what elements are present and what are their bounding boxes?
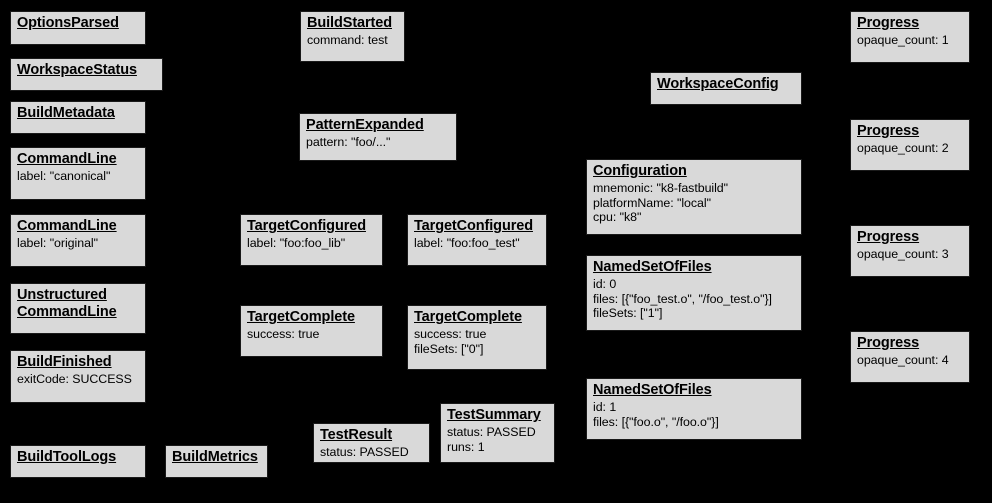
event-node-fields: success: true [247, 327, 376, 342]
event-node-title: TargetConfigured [414, 218, 533, 234]
event-node-pattern-expanded[interactable]: PatternExpanded pattern: "foo/..." [299, 113, 457, 161]
event-node-progress-1[interactable]: Progress opaque_count: 1 [850, 11, 970, 63]
event-node-field: status: PASSED [320, 445, 409, 460]
event-node-field: id: 1 [593, 400, 617, 415]
event-node-field: label: "original" [17, 236, 98, 251]
event-node-field: success: true [247, 327, 320, 342]
event-node-field: fileSets: ["0"] [414, 341, 484, 356]
event-node-field: id: 0 [593, 277, 617, 292]
event-node-field: opaque_count: 3 [857, 247, 949, 262]
event-node-field: label: "foo:foo_lib" [247, 236, 346, 251]
event-node-fields: label: "foo:foo_test" [414, 236, 540, 251]
event-node-field: files: [{"foo.o", "/foo.o"}] [593, 414, 719, 429]
event-node-title: TestSummary [447, 407, 541, 423]
event-node-field: label: "canonical" [17, 169, 111, 184]
event-node-title: Configuration [593, 163, 687, 179]
event-node-field: mnemonic: "k8-fastbuild" [593, 181, 729, 196]
event-node-field: success: true [414, 327, 487, 342]
event-node-fields: opaque_count: 3 [857, 247, 963, 262]
event-node-title: CommandLine [17, 151, 117, 167]
event-node-title: NamedSetOfFiles [593, 259, 712, 275]
event-node-fields: label: "original" [17, 236, 139, 251]
event-node-title: Progress [857, 335, 920, 351]
event-node-progress-3[interactable]: Progress opaque_count: 3 [850, 225, 970, 277]
event-node-field: opaque_count: 1 [857, 33, 949, 48]
event-node-field: opaque_count: 2 [857, 141, 949, 156]
event-node-field: exitCode: SUCCESS [17, 372, 132, 387]
event-node-fields: command: test [307, 33, 398, 48]
event-node-fields: mnemonic: "k8-fastbuild"platformName: "l… [593, 181, 795, 225]
event-node-title: BuildStarted [307, 15, 393, 31]
event-node-title: TargetComplete [414, 309, 522, 325]
event-node-build-metrics[interactable]: BuildMetrics [165, 445, 268, 478]
event-node-title: TargetConfigured [247, 218, 366, 234]
event-node-field: status: PASSED [447, 425, 536, 440]
event-node-command-line-original[interactable]: CommandLine label: "original" [10, 214, 146, 267]
event-node-build-started[interactable]: BuildStarted command: test [300, 11, 405, 62]
event-node-workspace-config[interactable]: WorkspaceConfig [650, 72, 802, 105]
event-node-target-configured-foo-test[interactable]: TargetConfigured label: "foo:foo_test" [407, 214, 547, 266]
event-node-configuration[interactable]: Configuration mnemonic: "k8-fastbuild"pla… [586, 159, 802, 235]
event-node-target-complete-lib[interactable]: TargetComplete success: true [240, 305, 383, 357]
event-node-fields: exitCode: SUCCESS [17, 372, 139, 387]
event-node-title: BuildMetadata [17, 105, 115, 121]
event-node-build-tool-logs[interactable]: BuildToolLogs [10, 445, 146, 478]
event-node-fields: label: "canonical" [17, 169, 139, 184]
event-node-field: files: [{"foo_test.o", "/foo_test.o"}] [593, 291, 772, 306]
event-node-title: PatternExpanded [306, 117, 424, 133]
event-node-title: TestResult [320, 427, 393, 443]
event-node-title: WorkspaceConfig [657, 76, 779, 92]
event-node-title: Progress [857, 229, 920, 245]
event-node-test-result[interactable]: TestResult status: PASSED [313, 423, 430, 463]
event-node-fields: opaque_count: 4 [857, 353, 963, 368]
event-node-fields: status: PASSED [320, 445, 423, 460]
event-node-build-finished[interactable]: BuildFinished exitCode: SUCCESS [10, 350, 146, 403]
event-node-title: CommandLine [17, 218, 117, 234]
event-node-title: WorkspaceStatus [17, 62, 137, 78]
event-node-title: OptionsParsed [17, 15, 119, 31]
event-node-field: runs: 1 [447, 439, 485, 454]
event-node-title: BuildMetrics [172, 449, 258, 465]
event-node-title: BuildToolLogs [17, 449, 117, 465]
event-node-title: BuildFinished [17, 354, 112, 370]
event-node-build-metadata[interactable]: BuildMetadata [10, 101, 146, 134]
event-node-title: Progress [857, 123, 920, 139]
event-node-fields: label: "foo:foo_lib" [247, 236, 376, 251]
event-node-target-configured-foo-lib[interactable]: TargetConfigured label: "foo:foo_lib" [240, 214, 383, 266]
event-node-field: cpu: "k8" [593, 210, 642, 225]
event-node-title: NamedSetOfFiles [593, 382, 712, 398]
event-node-command-line-canonical[interactable]: CommandLine label: "canonical" [10, 147, 146, 200]
event-node-fields: opaque_count: 2 [857, 141, 963, 156]
event-node-field: opaque_count: 4 [857, 353, 949, 368]
event-node-unstructured-command-line[interactable]: Unstructured CommandLine [10, 283, 146, 334]
event-node-progress-4[interactable]: Progress opaque_count: 4 [850, 331, 970, 383]
event-node-field: pattern: "foo/..." [306, 135, 391, 150]
event-node-progress-2[interactable]: Progress opaque_count: 2 [850, 119, 970, 171]
event-node-field: label: "foo:foo_test" [414, 236, 520, 251]
event-node-field: fileSets: ["1"] [593, 306, 663, 321]
event-node-fields: opaque_count: 1 [857, 33, 963, 48]
event-node-fields: pattern: "foo/..." [306, 135, 450, 150]
event-node-field: platformName: "local" [593, 195, 711, 210]
event-node-options-parsed[interactable]: OptionsParsed [10, 11, 146, 45]
event-node-title: Progress [857, 15, 920, 31]
event-node-title: TargetComplete [247, 309, 355, 325]
event-node-title: Unstructured CommandLine [17, 287, 117, 321]
event-node-field: command: test [307, 33, 388, 48]
event-node-workspace-status[interactable]: WorkspaceStatus [10, 58, 163, 91]
